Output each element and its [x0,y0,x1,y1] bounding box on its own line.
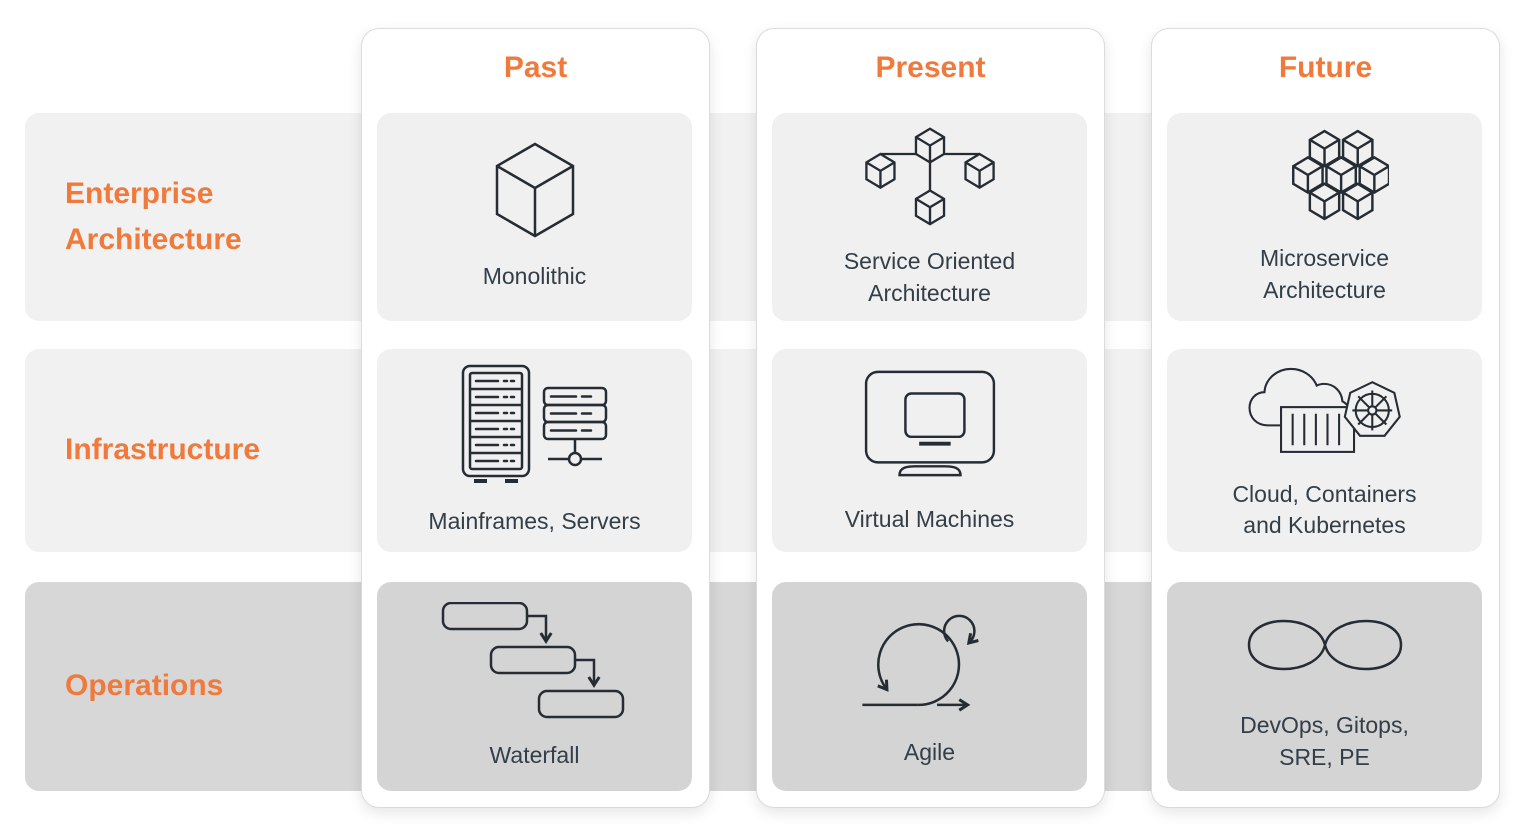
devops-infinity-icon [1247,619,1402,671]
cell-future-infrastructure: Cloud, Containers and Kubernetes [1167,349,1482,552]
cell-present-infrastructure: Virtual Machines [772,349,1087,552]
cell-label: Agile [903,739,956,766]
column-header-future: Future [1278,51,1373,84]
row-label-infrastructure: Infrastructure [65,433,261,467]
cell-label: Cloud, Containers and Kubernetes [1232,480,1417,539]
cell-future-enterprise-architecture: Microservice Architecture [1167,113,1482,321]
agile-loop-icon [861,614,979,712]
column-header-present: Present [875,51,986,84]
microservices-cubes-icon [1291,129,1389,221]
cell-label: Monolithic [482,263,587,290]
column-card-present: Present Service Oriented Architecture [756,28,1105,808]
cell-future-operations: DevOps, Gitops, SRE, PE [1167,582,1482,791]
cell-past-infrastructure: Mainframes, Servers [377,349,692,552]
cell-label: DevOps, Gitops, SRE, PE [1240,711,1409,770]
cell-past-operations: Waterfall [377,582,692,791]
cell-past-enterprise-architecture: Monolithic [377,113,692,321]
column-header-past: Past [503,51,568,84]
waterfall-icon [441,601,624,718]
monolith-cube-icon [495,142,574,238]
cell-label: Waterfall [489,741,580,768]
cell-label: Virtual Machines [844,505,1015,532]
cloud-containers-kubernetes-icon [1247,367,1401,453]
row-label-operations: Operations [65,669,224,703]
column-card-future: Future Microservice Architecture [1151,28,1500,808]
cell-label: Microservice Architecture [1259,245,1390,303]
cell-label: Service Oriented Architecture [843,247,1016,306]
row-label-enterprise-architecture: Enterprise Architecture [65,176,242,257]
virtual-machine-icon [864,370,995,477]
mainframe-servers-icon [461,364,607,483]
cell-present-operations: Agile [772,582,1087,791]
cell-label: Mainframes, Servers [428,507,641,534]
soa-cubes-icon [864,127,995,226]
column-card-past: Past Monolithic M [361,28,710,808]
cell-present-enterprise-architecture: Service Oriented Architecture [772,113,1087,321]
